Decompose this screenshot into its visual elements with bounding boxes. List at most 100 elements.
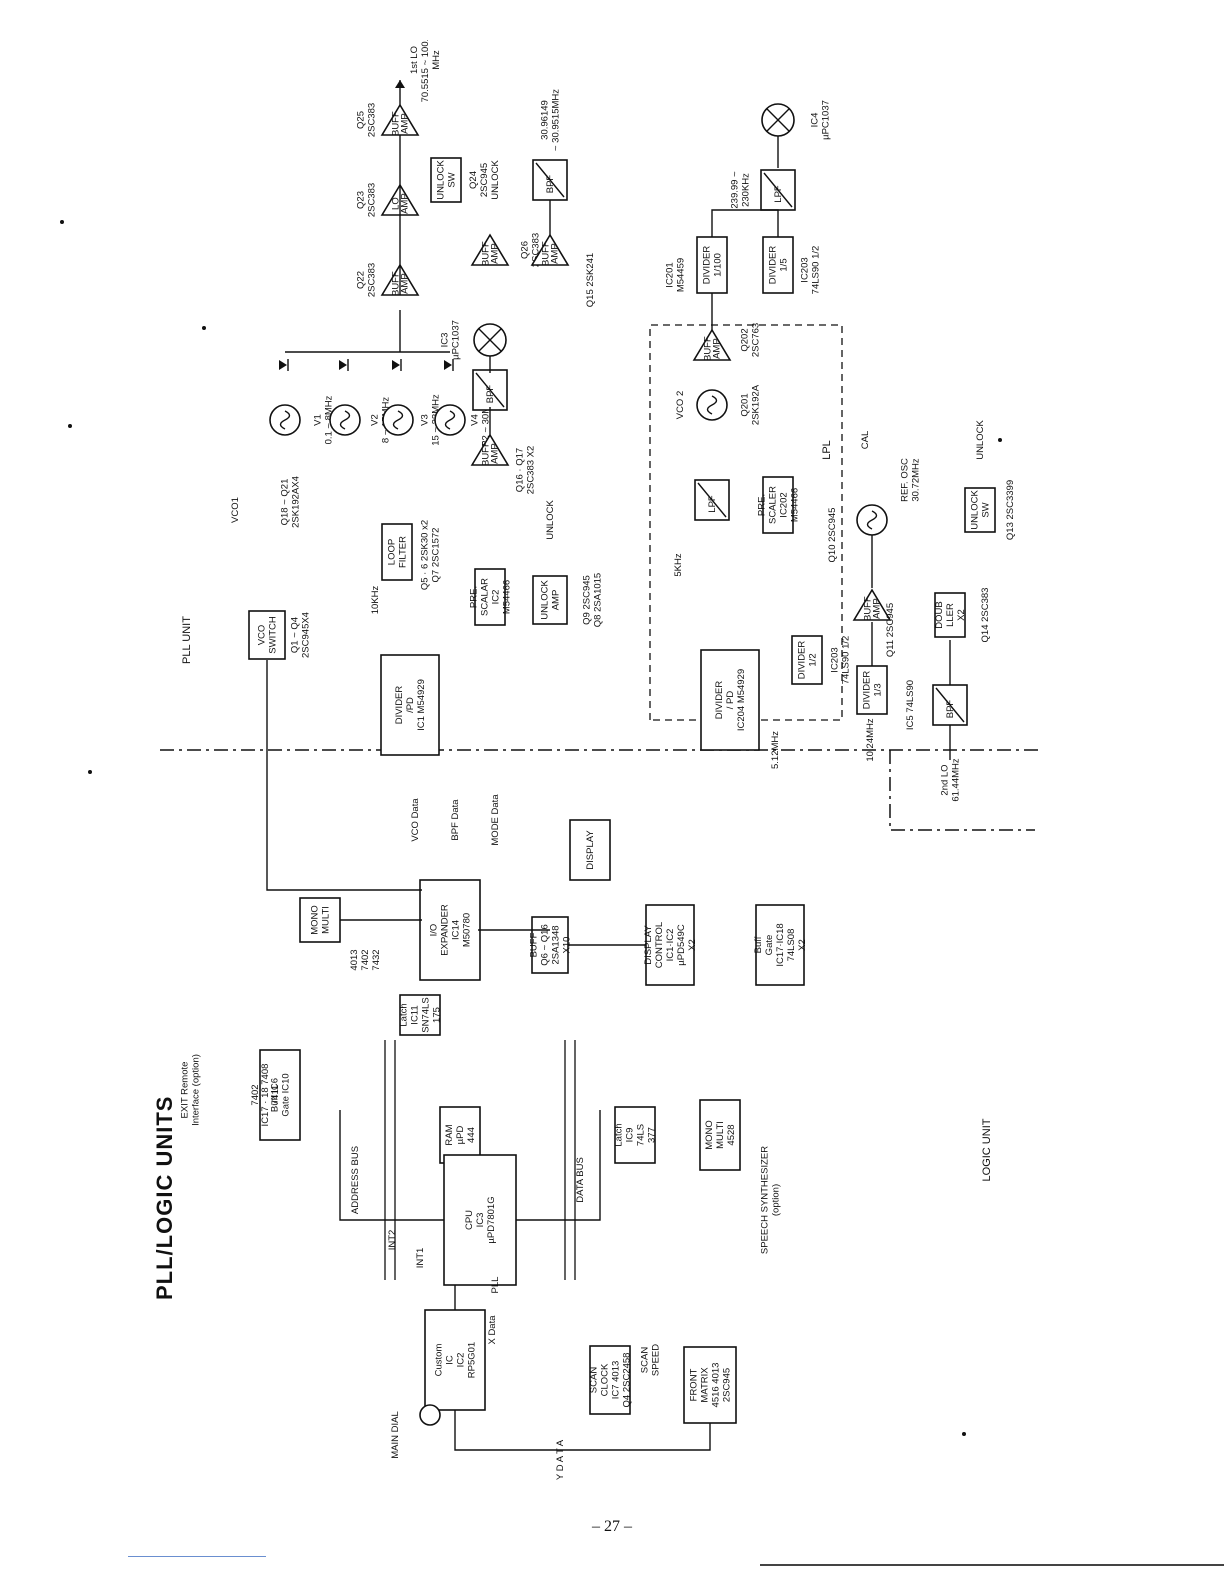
display-control-label: CONTROL [654,922,665,968]
buff-gate-ic17-label: Gate [764,935,775,956]
ram-label: RAM [444,1124,455,1145]
unlock-sw-q13 [964,487,996,533]
display-label: DISPLAY [585,830,596,870]
cpu-ic3-label: IC3 [475,1213,486,1228]
buff-amp-q26-label: AMP [490,243,501,264]
q26-label: Q26 [520,241,531,259]
data-bus-label: DATA BUS [575,1157,586,1203]
vco-diode-3 [392,360,400,370]
vco-switch-label: SWITCH [268,616,279,654]
vco-switch-parts: Q1 ~ Q4 [290,617,301,653]
lpf-vco2-slash [697,482,727,518]
unlock-amp-label: UNLOCK [540,580,551,620]
buff-amp-q16-label: AMP [490,443,501,464]
vco-diode-4 [444,360,452,370]
lpf-230k-label: LPF [773,185,784,203]
cpu-ic3-label: CPU [464,1210,475,1230]
vco-v1-icon-wave [279,410,291,430]
unlock-in-label: UNLOCK [975,420,986,460]
buff-q6-q16-label: X10 [562,937,573,954]
unlock-sw-q24-label: SW [447,172,458,187]
custom-ic-rp5g01-label: Custom [434,1344,445,1377]
x-data-label: X Data [487,1315,498,1345]
mixer-ic3-icon-x [478,328,502,352]
q22-label: 2SC383 [367,263,378,297]
ic4-mixer-label: IC4 [810,113,821,128]
vco2-icon-wave [706,395,718,415]
v3-label: V3 [420,414,431,426]
loop-filter-parts: Q5 · 6 2SK30 x2 [420,520,431,590]
y-data-bus [454,1410,711,1451]
unlock-amp-parts: Q9 2SC945 [582,575,593,625]
vco-bank-parts: Q18 ~ Q21 [280,479,291,526]
divider-1-5-label: DIVIDER [768,246,779,285]
q16-label: Q16 · Q17 [515,448,526,492]
speck [998,438,1002,442]
display [569,819,611,881]
q10-label: Q10 2SC945 [827,508,838,563]
buff-amp-q26-label: BUFF [481,241,492,266]
prescalar-ic2 [474,568,506,626]
ic3-mixer-label: µPC1037 [451,320,462,360]
vco-switch-data [266,660,422,891]
buff-amp-q16 [470,433,510,466]
speck [60,220,64,224]
display-control-label: X2 [687,939,698,951]
buff-gate-ic17-label: IC17·IC18 [775,923,786,966]
ic3-mixer-label: IC3 [440,333,451,348]
buff-q6-q16-label: BUFF [529,932,540,957]
divider-1-2-label: DIVIDER [797,641,808,680]
bpf-ic3-label: BPF [485,385,496,404]
divider-1-2-label: 1/2 [808,653,819,666]
buff-gate-ic17 [755,904,805,986]
bpf-30mhz-slash [535,162,565,198]
scan-clock-label: IC7 4013 [611,1361,622,1400]
q14-label: Q14 2SC383 [980,588,991,643]
divider-pd-ic1-label: DIVIDER [394,686,405,725]
ic5-label: IC5 74LS90 [905,680,916,730]
data-bus [516,1110,601,1221]
vco-v4-icon-wave [444,410,456,430]
vco2-label: VCO 2 [675,391,686,420]
bpf-61mhz-label: BPF [945,700,956,719]
second-lo-label: 2nd LO [940,764,951,795]
v1-label: 0.1 ~ 8MHz [324,395,335,444]
q24-label: 2SC945 [479,163,490,197]
bpf-61mhz-slash [935,687,965,723]
ic203-b-label: 74LS90 1/2 [841,636,852,685]
bpf-30mhz-label: BPF [545,175,556,194]
exit-remote-label: EXIT Remote [180,1062,191,1119]
bpf-ic3-slash [475,372,505,408]
lpl-frame [649,324,843,721]
unlock-sw-q24 [430,157,462,203]
scan-clock-label: SCAN [589,1367,600,1394]
doubler [934,592,966,638]
latch-ic9-label: 377 [647,1127,658,1143]
q202-label: 2SC763 [751,323,762,357]
doubler-label: DOUB [934,601,945,628]
q13-label: Q13 2SC3399 [1005,480,1016,540]
vco-diode-2 [339,360,347,370]
buff-amp-q202-label: AMP [712,338,723,359]
loop-filter-label: FILTER [398,536,409,568]
io-expander-ic14-label: M50780 [462,913,473,947]
mono-multi-parts: 4013 [349,949,360,970]
latch-ic9 [614,1106,656,1164]
buff-amp-q11 [852,588,892,621]
v4-label: V4 [470,414,481,426]
divider-1-2 [791,635,823,685]
buff-gate-ic6-parts: 7411 [270,1085,281,1105]
buff-amp-q25-label: BUFF [391,111,402,136]
buff-amp-q15 [530,233,570,266]
mono-multi-top-label: MONO [310,905,321,935]
io-expander-ic14-label: EXPANDER [440,904,451,956]
speck [68,424,72,428]
arrowhead [395,80,405,88]
ref-osc-label: 30.72MHz [911,458,922,502]
latch-ic9-label: Latch [614,1123,625,1146]
first-lo-label: 1st LO [409,46,420,74]
ref-osc-label: REF. OSC [900,458,911,502]
q24-label: UNLOCK [490,160,501,200]
vco-switch-parts: 2SC945X4 [301,612,312,658]
